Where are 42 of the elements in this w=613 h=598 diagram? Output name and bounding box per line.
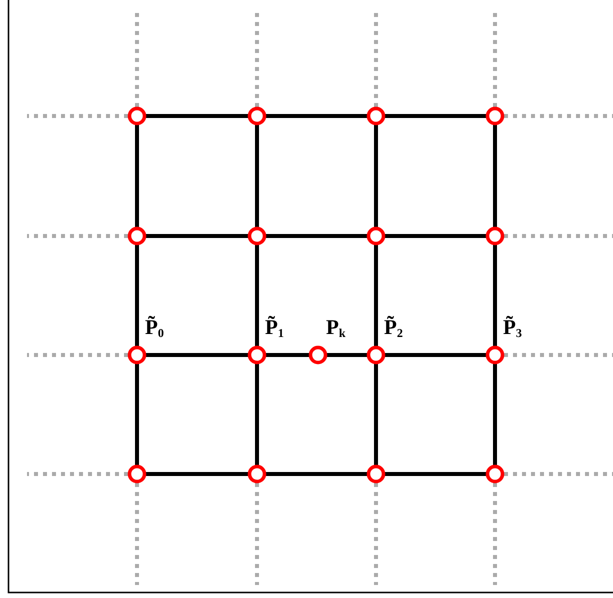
- grid-line: [255, 125, 259, 227]
- grid-line: [255, 245, 259, 346]
- grid-line: [146, 114, 248, 118]
- grid-line: [493, 364, 497, 465]
- grid-line: [327, 353, 367, 357]
- dotted-extension-line: [27, 353, 128, 357]
- point-label: P̃$_{1}$: [265, 317, 284, 339]
- grid-line: [266, 353, 309, 357]
- grid-line: [385, 472, 486, 476]
- dotted-extension-line: [504, 472, 613, 476]
- grid-line: [135, 364, 139, 465]
- grid-line: [385, 353, 486, 357]
- dotted-extension-line: [27, 114, 128, 118]
- grid-line: [146, 353, 248, 357]
- dotted-extension-line: [504, 234, 613, 238]
- grid-line: [493, 245, 497, 346]
- dotted-extension-line: [493, 483, 497, 585]
- grid-line: [374, 364, 378, 465]
- grid-line: [385, 114, 486, 118]
- grid-line: [266, 114, 367, 118]
- grid-line: [374, 245, 378, 346]
- grid-line: [255, 364, 259, 465]
- grid-line: [374, 125, 378, 227]
- grid-line: [135, 245, 139, 346]
- dotted-extension-line: [255, 483, 259, 585]
- grid-line: [135, 125, 139, 227]
- point-label: P̃$_{0}$: [145, 317, 164, 339]
- point-label: P̃$_{2}$: [384, 317, 403, 339]
- grid-line: [385, 234, 486, 238]
- dotted-extension-line: [27, 234, 128, 238]
- point-label: P̃$_{3}$: [503, 317, 522, 339]
- dotted-extension-line: [374, 483, 378, 585]
- grid-line: [146, 472, 248, 476]
- grid-line: [266, 472, 367, 476]
- grid-line: [266, 234, 367, 238]
- dotted-extension-line: [27, 472, 128, 476]
- grid-line: [493, 125, 497, 227]
- dotted-extension-line: [504, 114, 613, 118]
- dotted-extension-line: [504, 353, 613, 357]
- grid-line: [146, 234, 248, 238]
- dotted-extension-line: [135, 483, 139, 585]
- point-label: P$_{k}$: [326, 317, 346, 339]
